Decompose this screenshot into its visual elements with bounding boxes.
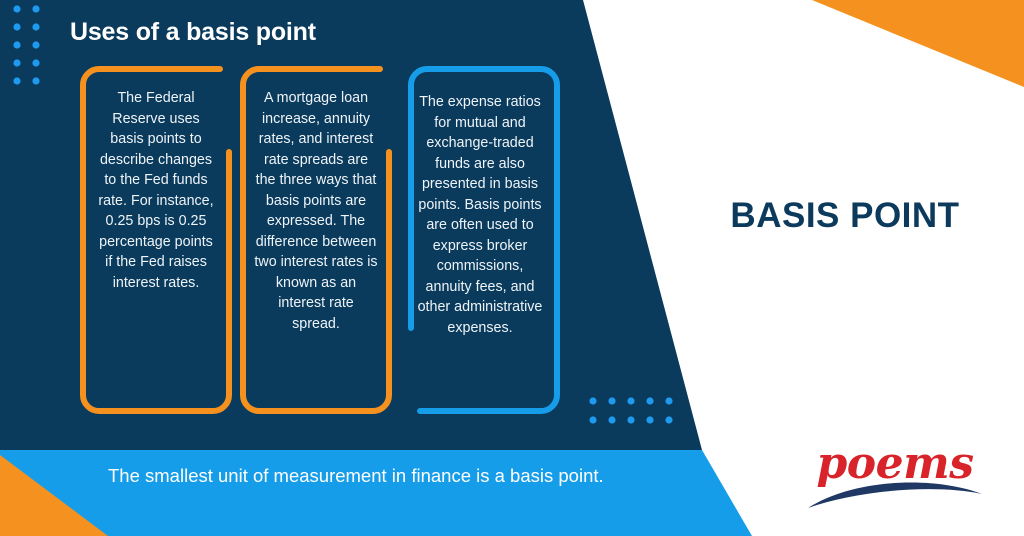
hero-title: BASIS POINT [730,196,960,235]
page-title: Uses of a basis point [70,18,316,46]
info-card-mortgage-spread: A mortgage loan increase, annuity rates,… [240,66,392,414]
info-card-federal-reserve: The Federal Reserve uses basis points to… [80,66,232,414]
navy-panel [0,0,702,450]
info-card-text: A mortgage loan increase, annuity rates,… [254,90,378,332]
info-card-expense-ratios: The expense ratios for mutual and exchan… [400,66,560,414]
info-card-text: The Federal Reserve uses basis points to… [98,90,214,291]
footer-caption: The smallest unit of measurement in fina… [108,465,604,486]
card-frame-blue [408,66,560,414]
info-card-text: The expense ratios for mutual and exchan… [417,94,543,336]
logo-swoosh-icon [808,482,982,508]
footer-band [0,450,752,536]
dots-top-left [13,5,40,85]
brand-logo[interactable]: poems [800,438,990,514]
logo-wordmark: poems [816,438,974,489]
card-frame-orange [240,66,392,414]
dots-mid-right [589,397,673,424]
card-frame-orange [80,66,232,414]
orange-triangle-top-right [812,0,1024,87]
orange-triangle-bottom-left [0,455,108,536]
